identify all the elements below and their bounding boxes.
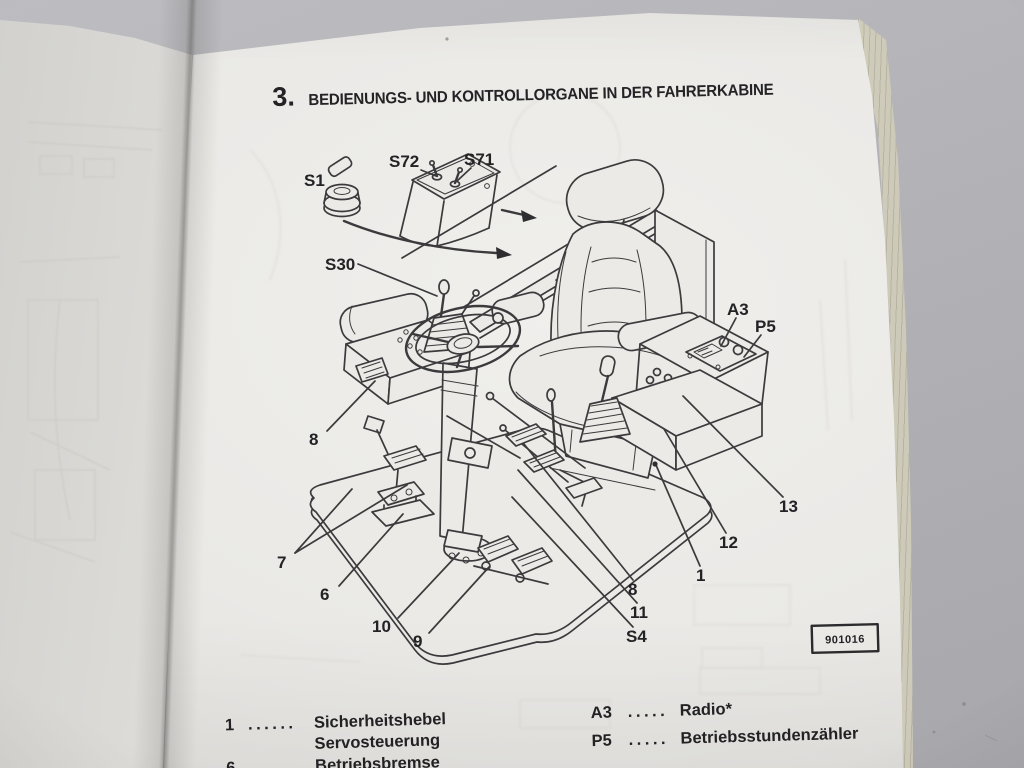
legend-key: 6: [226, 759, 250, 768]
legend-label: Sicherheitshebel Servosteuerung: [313, 710, 447, 753]
switch-panel-inset: [399, 153, 501, 247]
callout-7: 7: [277, 553, 286, 572]
callout-8-left: 8: [309, 430, 318, 449]
callout-1: 1: [696, 566, 705, 585]
callout-8-mid: 8: [628, 580, 637, 599]
spinner-knob: [492, 312, 504, 324]
legend-label: Betriebsbremse: [314, 753, 441, 768]
leader-lines: [294, 167, 784, 634]
callout-10: 10: [372, 617, 391, 636]
right-console: [611, 315, 769, 471]
legend-dots: ......: [248, 757, 298, 768]
figure-code-box: 901016: [810, 622, 880, 655]
key-switch-inset: [323, 156, 361, 218]
left-console: [339, 292, 471, 405]
legend-key: P5: [591, 731, 613, 751]
callout-s4: S4: [626, 627, 647, 646]
pedals: [363, 415, 553, 585]
curved-arrow-icon: [342, 219, 512, 259]
lever-cluster: [446, 388, 603, 507]
arrow-icon: [500, 208, 537, 222]
key: [327, 156, 353, 178]
legend-key: A3: [590, 703, 613, 723]
callout-a3: A3: [727, 300, 749, 319]
legend-row-p5: P5 ..... Betriebsstundenzähler: [591, 725, 858, 751]
legend-row-1: 1 ...... Sicherheitshebel Servosteuerung: [225, 709, 447, 757]
legend-dots: .....: [627, 701, 669, 722]
callout-6: 6: [320, 585, 329, 604]
right-joystick: [579, 355, 631, 443]
callout-13: 13: [779, 497, 798, 516]
hour-meter: [718, 336, 730, 348]
legend-key: 1: [224, 716, 235, 735]
callout-9: 9: [413, 632, 422, 651]
legend-dots: ......: [247, 714, 297, 734]
legend-row-a3: A3 ..... Radio*: [591, 700, 733, 723]
legend-dots: .....: [628, 729, 670, 750]
left-armrest: [491, 291, 545, 325]
callout-s1: S1: [304, 171, 325, 190]
callout-11: 11: [630, 603, 648, 622]
callout-p5: P5: [755, 317, 776, 336]
callout-s71: S71: [464, 150, 494, 169]
callout-labels: S1 S72 S71 S30 A3 P5 8 7 6 10 9 8 11 S4 …: [277, 150, 798, 651]
figure-code: 901016: [825, 633, 865, 646]
callout-s72: S72: [389, 152, 419, 171]
callout-12: 12: [719, 533, 738, 552]
legend-label: Betriebsstundenzähler: [680, 724, 859, 748]
legend-label: Radio*: [679, 700, 733, 720]
callout-s30: S30: [325, 255, 355, 274]
steering-wheel: [404, 304, 522, 374]
